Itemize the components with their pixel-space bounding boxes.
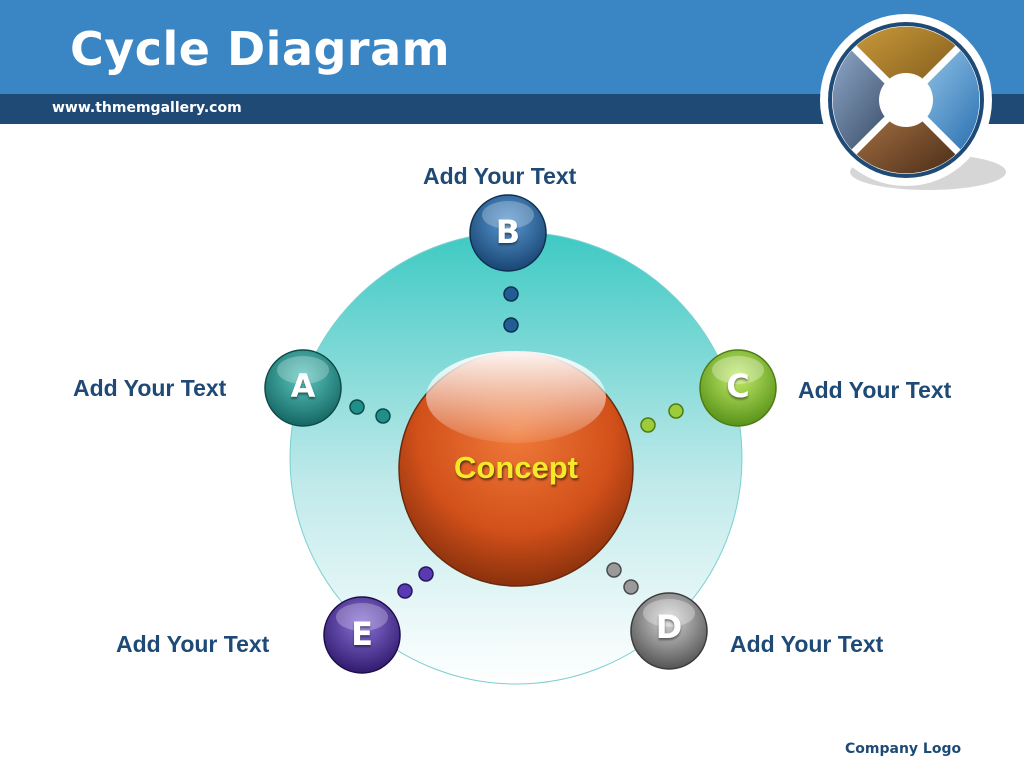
- node-d-text: Add Your Text: [730, 631, 884, 657]
- concept-sphere: [398, 351, 634, 587]
- connector-dots-b: [503, 286, 519, 333]
- connector-dots-c: [640, 403, 684, 433]
- node-a-text: Add Your Text: [73, 375, 227, 401]
- node-c-letter: C: [726, 367, 750, 405]
- header-photo-ring-graphic: [820, 14, 1006, 190]
- node-e-letter: E: [351, 615, 373, 653]
- node-a-letter: A: [290, 367, 316, 405]
- node-c-text: Add Your Text: [798, 377, 952, 403]
- node-e: [323, 596, 401, 674]
- node-d: [630, 592, 708, 670]
- node-c: [699, 349, 777, 427]
- node-b-text: Add Your Text: [423, 163, 577, 189]
- connector-dots-e: [397, 566, 434, 599]
- page-title: Cycle Diagram: [70, 22, 451, 76]
- connector-dots-d: [606, 562, 639, 595]
- node-b: [469, 194, 547, 272]
- node-a: [264, 349, 342, 427]
- company-logo-text: Company Logo: [845, 741, 962, 757]
- connector-dots-a: [349, 399, 391, 424]
- node-d-letter: D: [655, 608, 683, 646]
- node-e-text: Add Your Text: [116, 631, 270, 657]
- concept-label: Concept: [454, 450, 578, 485]
- website-url: www.thmemgallery.com: [52, 100, 242, 116]
- node-b-letter: B: [495, 213, 521, 251]
